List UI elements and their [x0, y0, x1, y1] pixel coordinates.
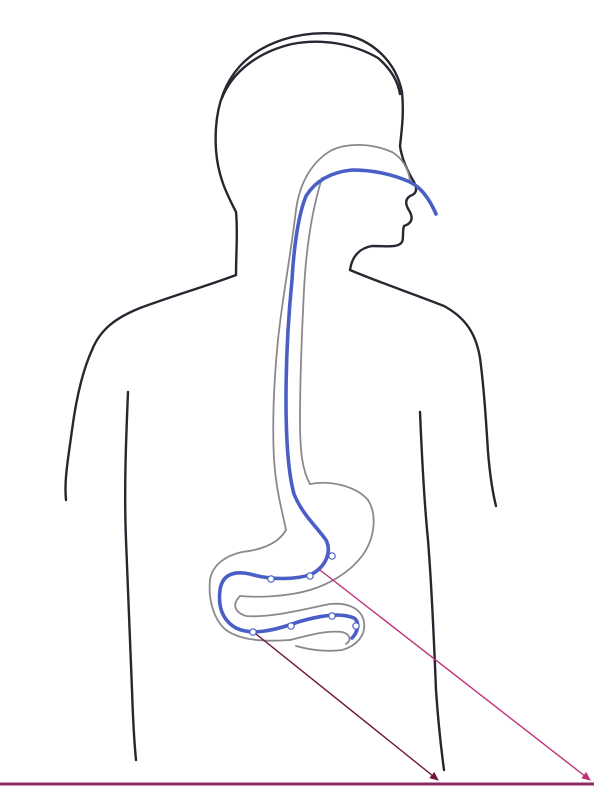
tube-port-2 [307, 573, 313, 579]
left-arm-outline [65, 275, 236, 500]
human-silhouette [65, 33, 496, 770]
tube-ports [250, 553, 359, 635]
head-outline [216, 33, 416, 275]
stomach-outline [240, 483, 374, 597]
duodenum-inner-outline [290, 632, 349, 644]
tube-port-5 [288, 623, 294, 629]
right-torso-outline [420, 412, 444, 770]
pointer-arrows [256, 570, 590, 780]
pointer-arrow-upper [320, 570, 590, 780]
left-torso-outline [125, 392, 136, 760]
tube-port-1 [329, 553, 335, 559]
tube-port-7 [353, 623, 359, 629]
pointer-arrow-lower [256, 634, 438, 780]
tube-port-6 [329, 613, 335, 619]
tube-port-3 [268, 576, 274, 582]
tube-port-4 [250, 629, 256, 635]
duodenum-outline [235, 596, 364, 651]
esophagus-outline-right [300, 178, 322, 484]
hair-outline [222, 42, 400, 98]
